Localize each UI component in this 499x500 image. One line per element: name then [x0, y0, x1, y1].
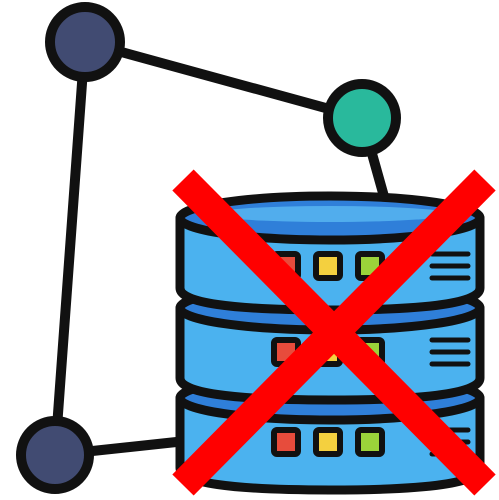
node-top-left — [45, 2, 125, 82]
vent-lines-icon — [429, 251, 471, 281]
edge-top-left-to-top-right — [80, 37, 367, 123]
status-light-yellow — [313, 251, 343, 281]
vent-lines-icon — [429, 337, 471, 367]
status-light-yellow — [313, 427, 343, 457]
status-light-green — [355, 427, 385, 457]
cross-icon — [172, 169, 496, 496]
status-light-red — [271, 427, 301, 457]
node-top-right — [323, 79, 401, 157]
cross-stroke-2 — [172, 169, 496, 496]
edge-top-left-to-bottom-left — [50, 37, 90, 460]
network-graph-icon — [16, 2, 401, 494]
node-bottom-left — [16, 416, 94, 494]
